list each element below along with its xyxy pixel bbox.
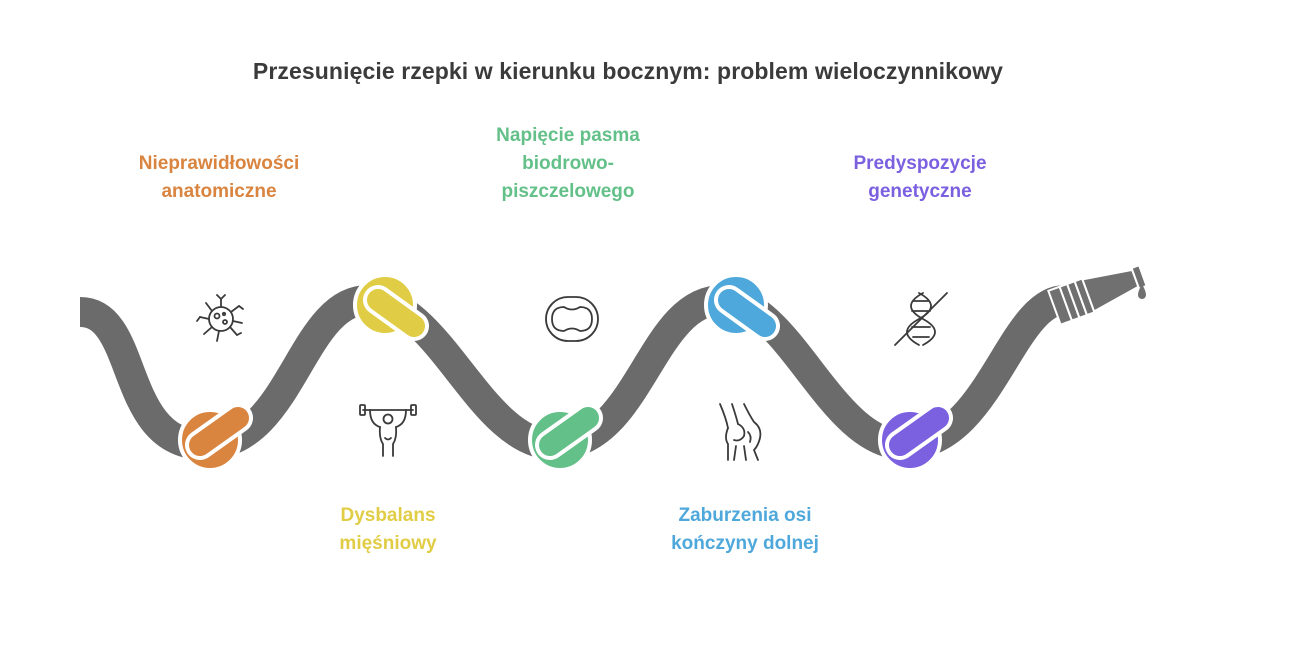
label-genetic-line-2: genetyczne <box>868 181 972 202</box>
label-itband: Napięcie pasma biodrowo- piszczelowego <box>448 122 688 206</box>
label-muscle-line-2: mięśniowy <box>339 533 437 554</box>
water-drop-icon <box>1138 284 1146 299</box>
band-loop-icon <box>545 296 599 342</box>
knee-joint-icon <box>719 403 762 461</box>
label-muscle-line-1: Dysbalans <box>340 505 436 526</box>
label-itband-line-3: piszczelowego <box>501 181 635 202</box>
label-alignment: Zaburzenia osi kończyny dolnej <box>625 502 865 558</box>
label-alignment-line-2: kończyny dolnej <box>671 533 819 554</box>
knot-alignment <box>704 273 780 341</box>
label-itband-line-1: Napięcie pasma <box>496 125 640 146</box>
nozzle-icon <box>1047 263 1148 326</box>
label-anatomical: Nieprawidłowości anatomiczne <box>99 150 339 206</box>
dna-crossed-icon <box>894 292 948 346</box>
label-muscle: Dysbalans mięśniowy <box>268 502 508 558</box>
cell-virus-icon <box>196 294 244 342</box>
label-anatomical-line-1: Nieprawidłowości <box>138 153 300 174</box>
label-genetic: Predyspozycje genetyczne <box>800 150 1040 206</box>
label-anatomical-line-2: anatomiczne <box>161 181 277 202</box>
knot-itband <box>528 403 603 472</box>
knot-genetic <box>878 403 953 472</box>
page-title: Przesunięcie rzepki w kierunku bocznym: … <box>252 58 1004 84</box>
knot-anatomical <box>178 403 253 472</box>
label-alignment-line-1: Zaburzenia osi <box>678 505 812 526</box>
knot-muscle <box>353 273 429 341</box>
label-itband-line-2: biodrowo- <box>522 153 614 174</box>
muscle-weightlifter-icon <box>359 404 417 457</box>
label-genetic-line-1: Predyspozycje <box>853 153 987 174</box>
